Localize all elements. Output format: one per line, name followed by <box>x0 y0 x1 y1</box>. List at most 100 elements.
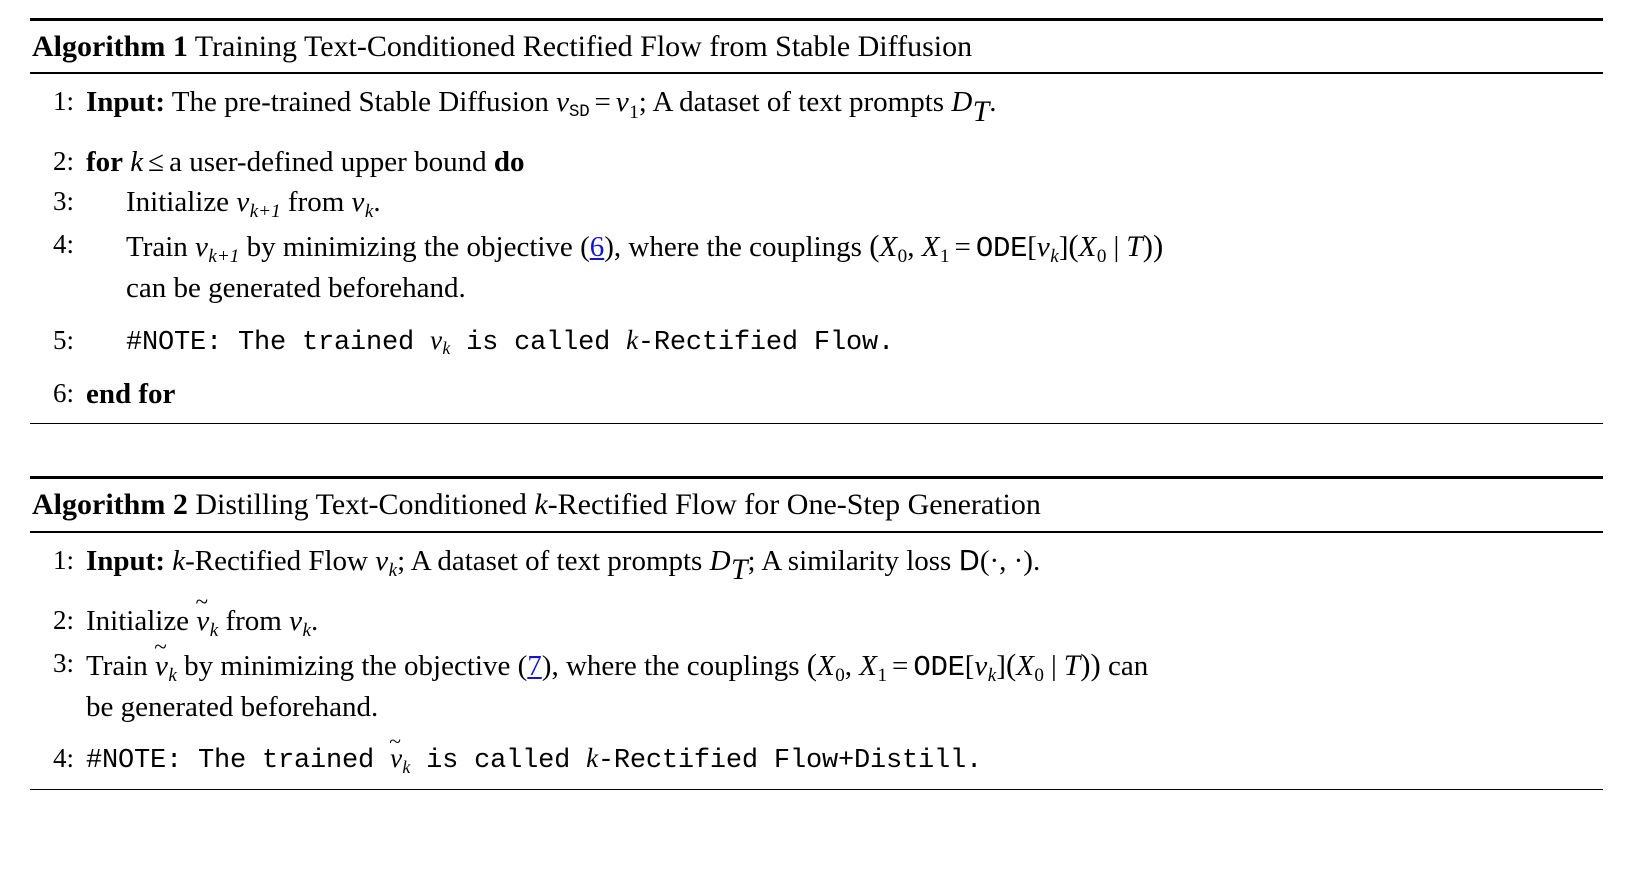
similarity-args: (·, ·) <box>979 544 1033 577</box>
step-number: 2: <box>52 604 74 635</box>
step-text: Input: k-Rectified Flow vk; A dataset of… <box>86 543 1603 590</box>
step-text-c: , where the couplings <box>551 649 800 682</box>
step-number: 5: <box>52 324 74 355</box>
tilde-accent-group: ~v <box>154 634 168 682</box>
tilde-accent-group: ~v <box>389 728 402 774</box>
comma: , <box>907 230 915 263</box>
ref-open-paren: ( <box>517 649 528 682</box>
ref-close-paren: ) <box>604 230 614 263</box>
for-keyword: for <box>86 146 124 179</box>
tilde-accent: ~ <box>154 634 167 661</box>
input-keyword: Input: <box>86 86 165 119</box>
step-number: 3: <box>52 185 74 216</box>
step-text: for k≤a user-defined upper bound do <box>86 144 1603 182</box>
math-D-T: DT <box>951 86 990 128</box>
algorithm-1-label: Algorithm 1 <box>32 30 188 63</box>
cond-close-paren: ) <box>1142 228 1153 263</box>
ode-operator: ODE <box>913 650 965 684</box>
math-v-tilde-k: ~vk <box>154 634 177 686</box>
step-text: Initialize ~vk from vk. <box>86 589 1603 644</box>
coupling-open-paren: ( <box>806 647 817 682</box>
algorithm-2-caption: Algorithm 2 Distilling Text-Conditioned … <box>30 479 1603 530</box>
step-period: . <box>989 86 997 119</box>
math-v-tilde-k: ~vk <box>195 589 219 641</box>
step-text-a: Initialize <box>126 185 230 218</box>
math-v-1: v1 <box>615 86 639 123</box>
coupling-close-paren: ) <box>1090 647 1101 682</box>
step-text-a: -Rectified Flow <box>185 544 368 577</box>
equation-reference-7[interactable]: 7 <box>527 649 542 682</box>
note-text-c: -Rectified Flow. <box>637 327 894 358</box>
algorithm-2-bottom-rule <box>30 789 1603 791</box>
step-number: 1: <box>52 544 74 575</box>
algorithm-1-caption-rule <box>30 72 1603 75</box>
algorithm-2-title-k: k <box>534 488 548 522</box>
algorithm-2-title-b: -Rectified Flow for One-Step Generation <box>547 488 1041 522</box>
algorithm-2-step-4: 4: #NOTE: The trained ~vk is called k-Re… <box>30 728 1603 780</box>
math-v-sd: vSD <box>556 86 590 123</box>
ode-bracket-close: ] <box>996 649 1006 682</box>
equation-reference-6[interactable]: 6 <box>589 230 605 263</box>
ode-bracket-open: [ <box>964 649 975 682</box>
math-v-k: vk <box>351 185 374 223</box>
ode-bracket-close: ] <box>1058 230 1069 263</box>
note-text-a: #NOTE: The trained <box>86 746 391 777</box>
step-text-c: , where the couplings <box>613 230 862 263</box>
math-k: k <box>130 146 144 179</box>
step-continuation: can be generated beforehand. <box>126 271 466 304</box>
step-text: Train vk+1 by minimizing the objective (… <box>86 227 1603 308</box>
math-X0: X0 <box>879 230 908 268</box>
note-text-b: is called <box>450 327 627 358</box>
do-keyword: do <box>493 146 525 179</box>
math-X0-cond: X0 <box>1016 649 1044 686</box>
algorithm-2-label: Algorithm 2 <box>32 488 188 522</box>
math-v-tilde-k: ~vk <box>389 728 411 778</box>
equals-sign: = <box>954 230 971 263</box>
math-v-k: vk <box>375 544 398 581</box>
cond-close-paren: ) <box>1080 647 1091 682</box>
math-X1: X1 <box>921 230 950 268</box>
conditional-bar: | <box>1050 649 1057 682</box>
math-script-T: T <box>1063 649 1081 682</box>
algorithm-1-step-2: 2: for k≤a user-defined upper bound do <box>30 143 1603 183</box>
math-v-k: vk <box>1036 230 1059 268</box>
algorithm-2-steps: 1: Input: k-Rectified Flow vk; A dataset… <box>30 533 1603 790</box>
step-text-b: by minimizing the objective <box>184 649 511 682</box>
algorithm-1-step-4: 4: Train vk+1 by minimizing the objectiv… <box>30 226 1603 309</box>
tilde-accent: ~ <box>195 589 209 616</box>
algorithm-2-caption-rule <box>30 530 1603 533</box>
step-text: Initialize vk+1 from vk. <box>86 184 1603 225</box>
step-period: . <box>310 604 319 637</box>
math-X0: X0 <box>816 649 845 686</box>
step-text-b: from <box>287 185 345 218</box>
math-X1: X1 <box>859 649 888 686</box>
step-text-a: Initialize <box>86 604 190 637</box>
note-text-c: -Rectified Flow+Distill. <box>597 746 982 777</box>
algorithm-1-step-6: 6: end for <box>30 375 1603 415</box>
equals-sign: = <box>892 649 909 682</box>
algorithm-1-top-rule <box>30 18 1603 21</box>
step-text: Train ~vk by minimizing the objective (7… <box>86 634 1603 727</box>
math-D-T: DT <box>709 544 748 587</box>
step-semicolon-text: ; A dataset of text prompts <box>397 544 703 577</box>
step-text-d: can <box>1107 649 1149 682</box>
math-v-k: vk <box>289 604 311 641</box>
step-number: 4: <box>52 228 74 259</box>
math-v-k: vk <box>430 324 451 359</box>
step-semicolon-text-2: ; A similarity loss <box>747 544 952 577</box>
tilde-accent-group: ~v <box>195 589 210 637</box>
ref-open-paren: ( <box>580 230 590 263</box>
step-continuation: be generated beforehand. <box>86 690 379 723</box>
step-text: Input: The pre-trained Stable Diffusion … <box>86 84 1603 131</box>
step-text: #NOTE: The trained ~vk is called k-Recti… <box>86 728 1603 779</box>
note-text-a: #NOTE: The trained <box>126 327 431 358</box>
ref-close-paren: ) <box>541 649 552 682</box>
step-number: 6: <box>52 377 74 408</box>
algorithm-1-bottom-rule <box>30 423 1603 425</box>
step-semicolon-text: ; A dataset of text prompts <box>638 86 945 119</box>
step-text-a: Train <box>126 230 188 263</box>
algorithm-2-top-rule <box>30 476 1603 480</box>
math-X0-cond: X0 <box>1078 230 1107 268</box>
math-k: k <box>172 544 186 577</box>
